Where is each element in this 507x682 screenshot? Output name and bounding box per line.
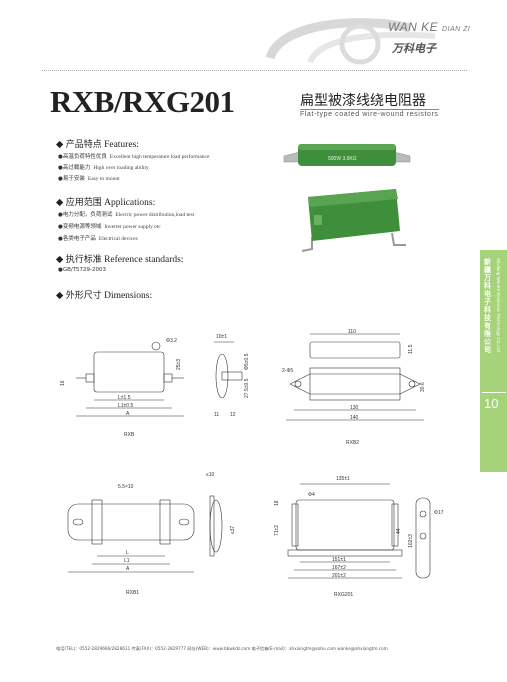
brand-name-cn: 万科电子 [392,42,436,55]
svg-text:Φ3.2: Φ3.2 [166,338,177,344]
svg-text:130: 130 [350,405,359,411]
svg-text:27.5±0.5: 27.5±0.5 [244,378,250,398]
svg-text:≤37: ≤37 [230,525,236,534]
drawing-rxb1-side: ≤10 ≤37 [206,472,236,557]
resistor-label: 500W 3.5KΩ [328,156,357,162]
drawing-rxb-side: 10±1 Φ5±0.5 27.5±0.5 11 12 [214,334,250,418]
svg-text:Φ4: Φ4 [308,492,315,498]
svg-text:A: A [126,411,130,417]
svg-text:140: 140 [350,415,359,421]
applications-heading: ◆ 应用范围 Applications: [56,198,156,208]
dimensions-heading: ◆ 外形尺寸 Dimensions: [56,291,153,301]
product-title-en: Flat-type coated wire-wound resistors [300,109,439,118]
side-band [480,250,507,472]
drawing-rxb2: 110 130 140 2-Φ5 11.5 30.6 RXB2 [282,329,426,446]
svg-text:25±3: 25±3 [176,359,182,370]
svg-text:RXB2: RXB2 [346,440,359,446]
svg-text:L±1.5: L±1.5 [118,395,131,401]
side-band-company-cn: 新疆万科电子科技有限公司 [484,258,491,354]
product-model: RXB/RXG201 [50,84,235,119]
svg-text:11: 11 [214,412,219,418]
svg-text:L1: L1 [124,558,130,564]
drawing-rxg201: 135±1 Φ4 151±1 167±2 201±2 18 71±2 44 10… [274,476,444,598]
svg-text:A: A [126,566,130,572]
resistor-photo-mounted [301,189,406,252]
standards-heading: ◆ 执行标准 Reference standards: [56,255,184,265]
svg-text:12: 12 [230,412,236,418]
svg-text:RXB1: RXB1 [126,590,139,596]
svg-text:151±1: 151±1 [332,557,346,563]
svg-text:5.5×10: 5.5×10 [118,484,134,490]
resistor-photo-flat: 500W 3.5KΩ [283,144,411,166]
svg-text:167±2: 167±2 [332,565,346,571]
standard-item: ●GB/T5729-2003 [58,267,107,273]
svg-text:10±1: 10±1 [216,334,227,340]
footer-contact: 电话(TEL)：0552-2829666/2828611 传真(FAX)：055… [56,646,388,651]
svg-text:2-Φ5: 2-Φ5 [282,368,293,374]
header-divider [42,70,467,71]
product-title-cn: 扁型被漆线绕电阻器 [300,93,426,109]
svg-text:16: 16 [60,380,66,386]
svg-text:102±3: 102±3 [408,534,414,548]
svg-text:L: L [126,550,129,556]
svg-text:RXB: RXB [124,432,135,438]
svg-text:135±1: 135±1 [336,476,350,482]
svg-text:201±2: 201±2 [332,573,346,579]
side-band-company-en: XinJiang WanKe Electronic Technology Co.… [496,258,501,352]
svg-text:Φ17: Φ17 [434,510,444,516]
brand-name-en: WAN KE DIAN ZI [388,20,471,34]
svg-text:Φ5±0.5: Φ5±0.5 [244,353,250,370]
svg-text:L1±0.5: L1±0.5 [118,403,133,409]
svg-text:44: 44 [396,528,402,534]
svg-text:18: 18 [274,500,280,506]
svg-text:≤10: ≤10 [206,472,215,478]
svg-text:71±2: 71±2 [274,525,280,536]
svg-text:30.6: 30.6 [420,382,426,392]
features-heading: ◆ 产品特点 Features: [56,140,139,150]
brand-logo-swoosh [265,18,436,65]
svg-text:RXG201: RXG201 [334,592,353,598]
drawing-rxb: L±1.5 L1±0.5 A Φ3.2 25±3 16 RXB [60,338,184,438]
svg-text:11.5: 11.5 [408,344,414,354]
drawing-rxb1: L L1 A 5.5×10 RXB1 [67,484,195,596]
side-band-divider [482,392,506,393]
page-number: 10 [484,396,499,411]
svg-text:110: 110 [348,329,356,335]
